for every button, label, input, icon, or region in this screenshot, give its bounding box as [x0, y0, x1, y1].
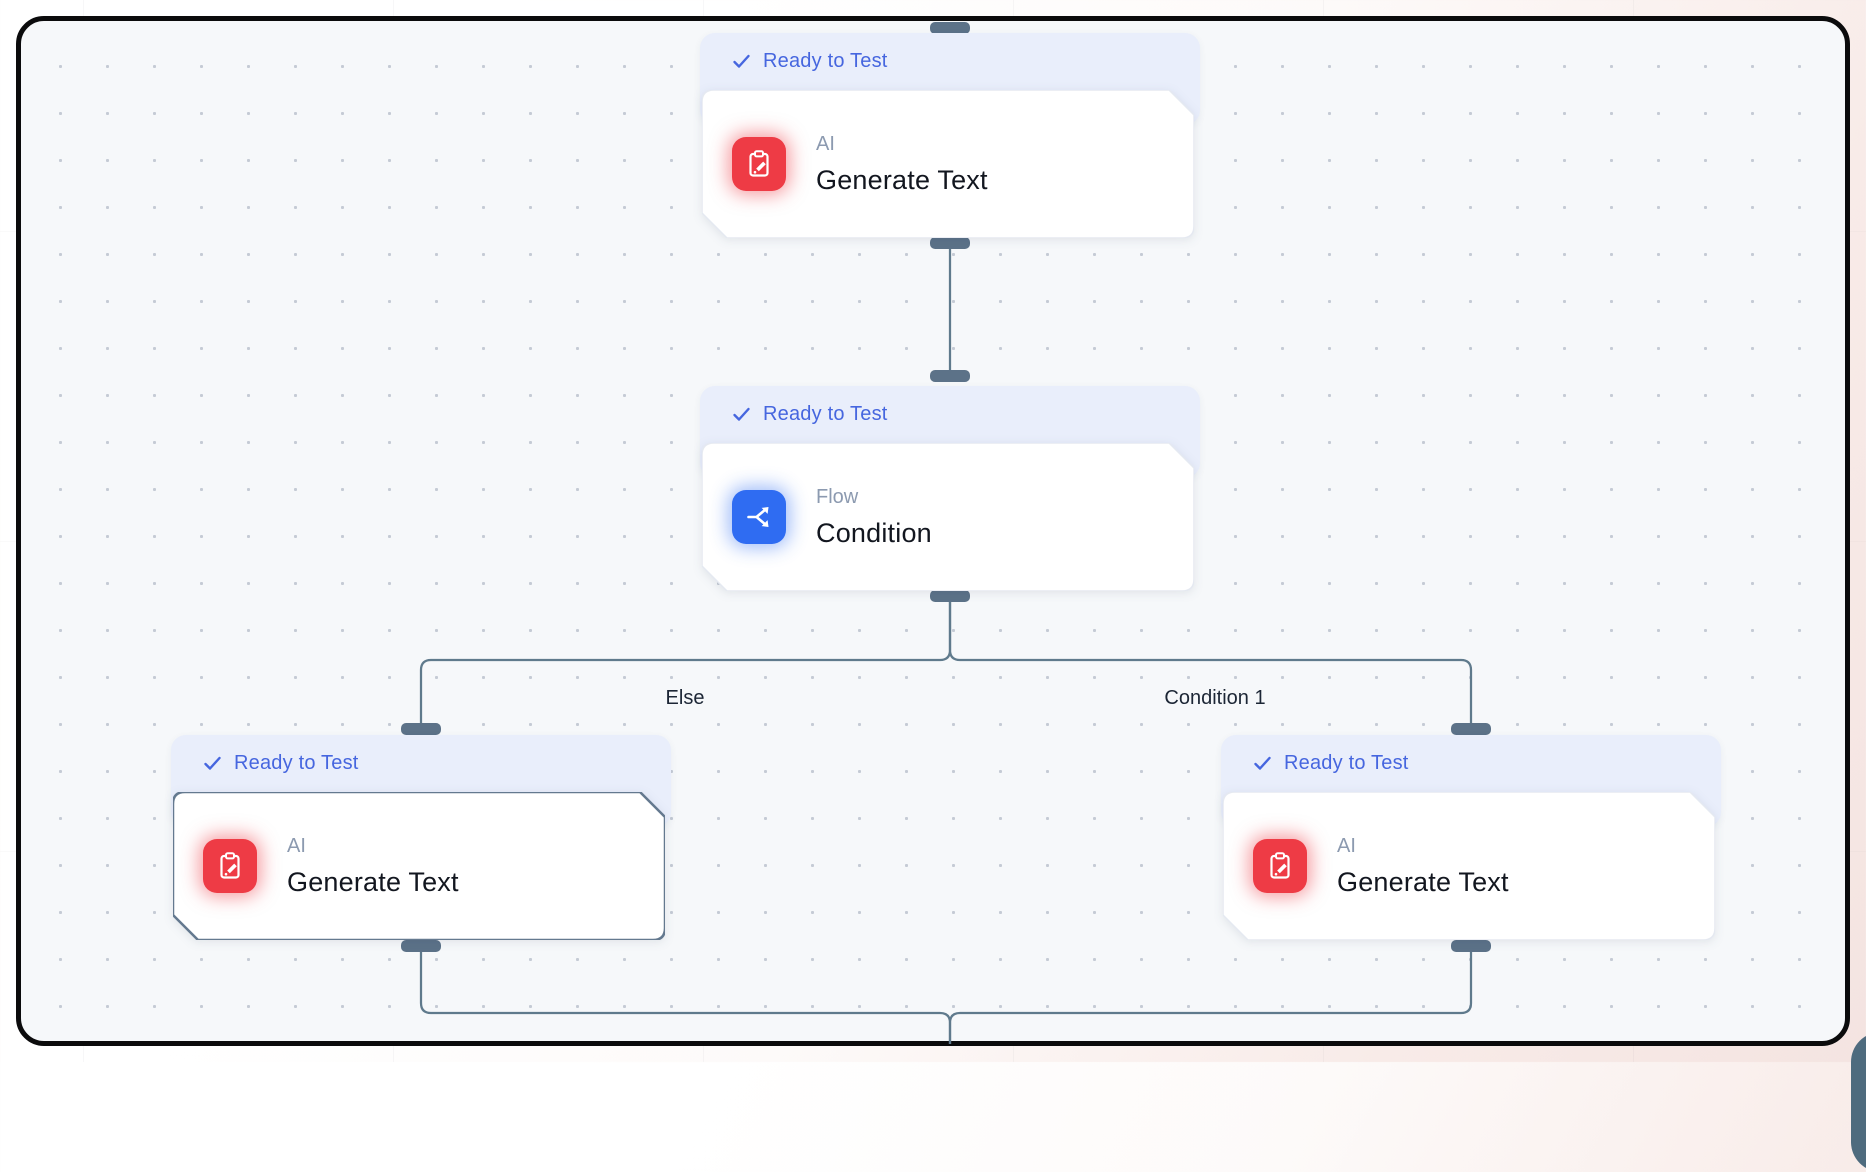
clipboard-pen-icon [1253, 839, 1307, 893]
check-icon [204, 756, 221, 770]
card-shape [173, 792, 665, 940]
edge-label-else: Else [665, 687, 705, 709]
clipboard-pen-icon [732, 137, 786, 191]
check-icon [733, 54, 750, 68]
output-handle[interactable] [1451, 940, 1491, 952]
input-handle[interactable] [930, 370, 970, 382]
input-handle[interactable] [930, 22, 970, 34]
node-card[interactable]: AI Generate Text [702, 90, 1194, 238]
input-handle[interactable] [401, 723, 441, 735]
node-condition[interactable]: Ready to Test Flow Condition [700, 386, 1200, 591]
output-handle[interactable] [930, 590, 970, 602]
edge-label-condition-1: Condition 1 [1164, 687, 1266, 709]
node-title-label: Generate Text [287, 866, 459, 897]
output-handle[interactable] [930, 237, 970, 249]
node-status-label: Ready to Test [234, 752, 359, 774]
node-title-label: Generate Text [816, 164, 988, 195]
input-handle[interactable] [1451, 723, 1491, 735]
branch-icon [732, 490, 786, 544]
node-generate-text-cond1[interactable]: Ready to Test AI Generate Text [1221, 735, 1721, 940]
output-handle[interactable] [401, 940, 441, 952]
node-status-label: Ready to Test [763, 50, 888, 72]
node-kind-label: AI [816, 132, 835, 155]
node-card[interactable]: Flow Condition [702, 443, 1194, 591]
check-icon [1254, 756, 1271, 770]
check-icon [733, 407, 750, 421]
card-shape [1223, 792, 1715, 940]
background-corner-accent [1851, 1032, 1866, 1172]
node-card[interactable]: AI Generate Text [1223, 792, 1715, 940]
node-card[interactable]: AI Generate Text [173, 792, 665, 940]
node-status-label: Ready to Test [763, 403, 888, 425]
node-title-label: Condition [816, 517, 932, 548]
node-generate-text-top[interactable]: Ready to Test AI Generate Text [700, 33, 1200, 238]
node-status-label: Ready to Test [1284, 752, 1409, 774]
clipboard-pen-icon [203, 839, 257, 893]
node-kind-label: AI [287, 834, 306, 857]
card-shape [702, 443, 1194, 591]
node-generate-text-else[interactable]: Ready to Test AI Generate Text [171, 735, 671, 940]
card-shape [702, 90, 1194, 238]
node-title-label: Generate Text [1337, 866, 1509, 897]
node-kind-label: Flow [816, 485, 859, 508]
node-kind-label: AI [1337, 834, 1356, 857]
